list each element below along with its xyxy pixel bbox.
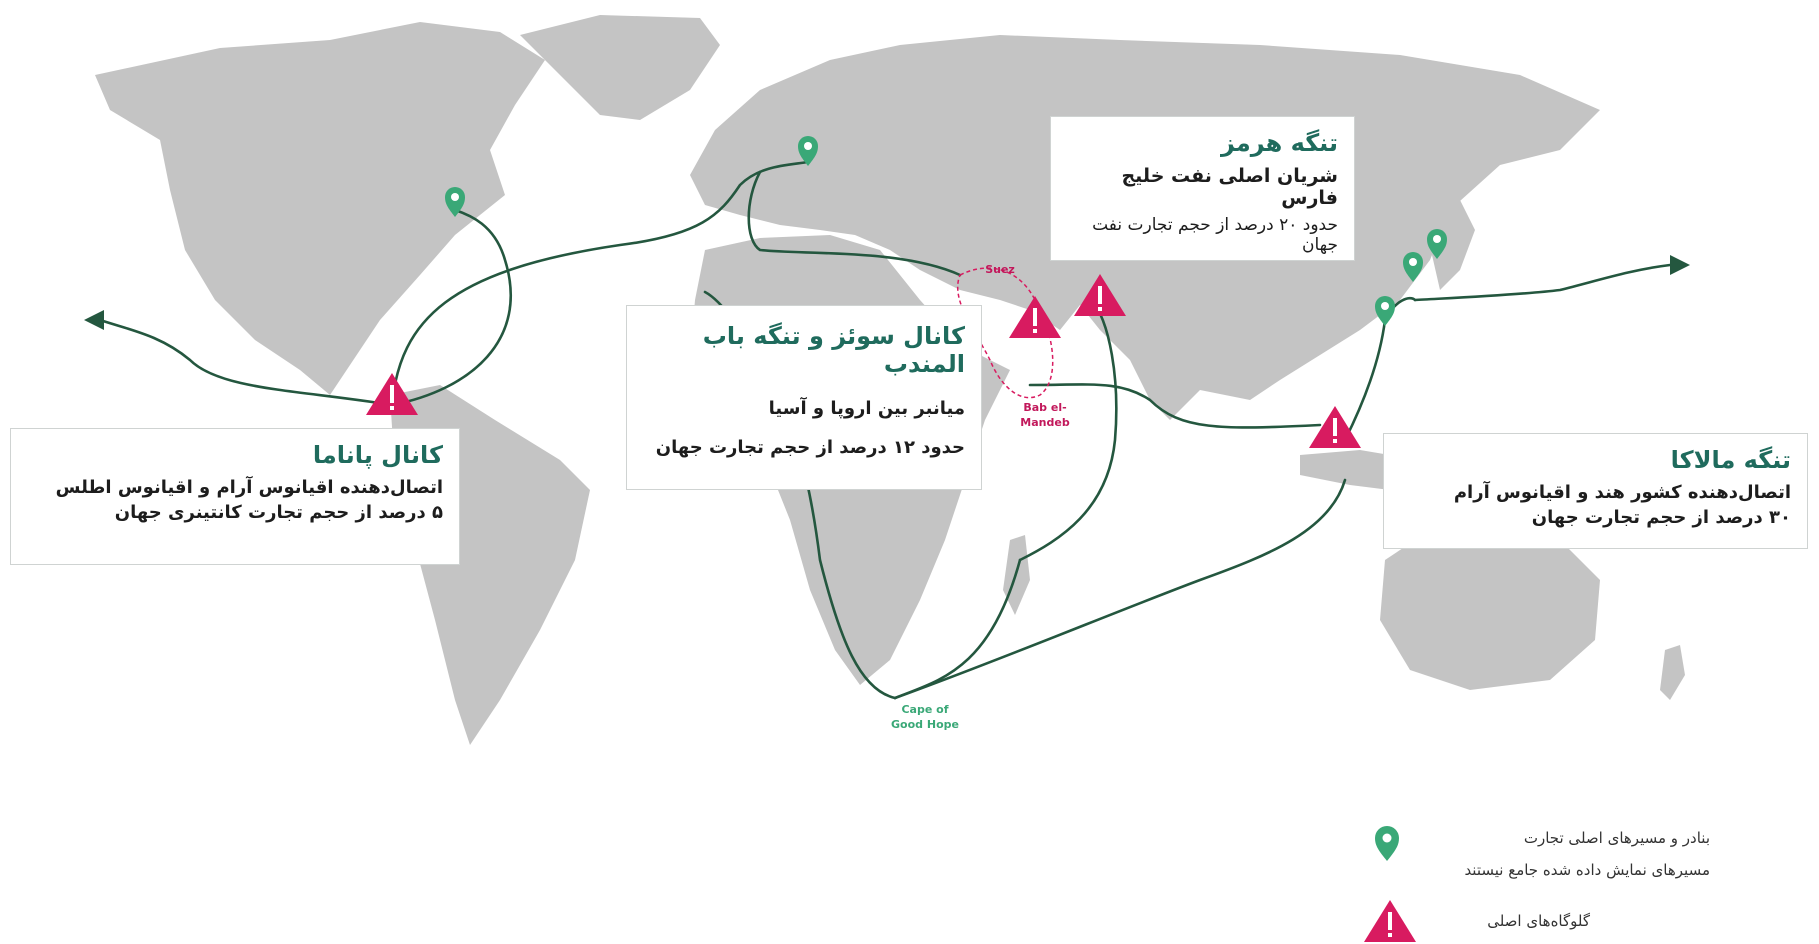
label-bab-el-mandeb: Bab el- Mandeb	[1010, 400, 1080, 430]
box-hormuz: تنگه هرمز شریان اصلی نفت خلیج فارس حدود …	[1050, 116, 1355, 261]
warning-triangle-icon	[1074, 274, 1126, 316]
label-cape-line1: Cape of	[901, 703, 949, 716]
route-suez-singapore	[1028, 383, 1322, 429]
panama-line2: ۵ درصد از حجم تجارت کانتینری جهان	[114, 502, 443, 523]
route-panama-pacific	[98, 318, 394, 407]
legend-ports-line1: بنادر و مسیرهای اصلی تجارت	[1523, 829, 1710, 847]
warning-triangle-icon	[1009, 296, 1061, 338]
land-new-zealand	[1660, 645, 1685, 700]
suez-line2: حدود ۱۲ درصد از حجم تجارت جهان	[655, 437, 965, 458]
land-japan	[1432, 200, 1475, 290]
map-pin-icon	[1427, 229, 1447, 259]
panama-line1: اتصال‌دهنده اقیانوس آرام و اقیانوس اطلس	[55, 477, 443, 498]
legend-ports: بنادر و مسیرهای اصلی تجارت مسیرهای نمایش…	[1410, 822, 1710, 886]
land-australia	[1380, 520, 1600, 690]
legend-ports-line2: مسیرهای نمایش داده شده جامع نیستند	[1464, 861, 1710, 879]
land-north-america	[95, 22, 545, 395]
route-panama-newyork	[390, 208, 512, 407]
chokepoints	[366, 274, 1361, 448]
hormuz-title: تنگه هرمز	[1220, 129, 1338, 157]
warning-triangle-icon	[1309, 406, 1361, 448]
route-hormuz	[1018, 296, 1118, 562]
legend-warning-triangle-icon	[1364, 900, 1416, 942]
route-asia-pacific	[1413, 263, 1672, 302]
port-pins	[445, 136, 1447, 326]
land-greenland	[520, 15, 720, 120]
box-suez: کانال سوئز و تنگه باب المندب میانبر بین …	[626, 305, 982, 490]
route-singapore-asia	[1343, 296, 1417, 442]
suez-title: کانال سوئز و تنگه باب المندب	[702, 322, 965, 378]
route-panama-europe	[390, 160, 810, 407]
legend-chokepoints: گلوگاه‌های اصلی	[1487, 912, 1590, 930]
hormuz-subtitle: شریان اصلی نفت خلیج فارس	[1121, 165, 1338, 209]
map-pin-icon	[798, 136, 818, 166]
warning-triangle-icon	[366, 373, 418, 415]
route-europe-suez	[747, 170, 962, 277]
map-pin-icon	[445, 187, 465, 217]
arrowhead-icon	[84, 310, 104, 330]
label-suez: Suez	[985, 263, 1015, 276]
malacca-line1: اتصال‌دهنده کشور هند و اقیانوس آرام	[1453, 482, 1791, 503]
arrowhead-icon	[1670, 255, 1690, 275]
malacca-line2: ۳۰ درصد از حجم تجارت جهان	[1531, 507, 1791, 528]
legend-port-icon	[1375, 826, 1399, 861]
label-cape-line2: Good Hope	[891, 718, 959, 731]
label-cape-of-good-hope: Cape of Good Hope	[875, 702, 975, 732]
panama-title: کانال پاناما	[312, 441, 443, 469]
map-pin-icon	[1375, 296, 1395, 326]
malacca-title: تنگه مالاکا	[1670, 446, 1791, 474]
label-bab-line2: Mandeb	[1020, 416, 1070, 429]
suez-line1: میانبر بین اروپا و آسیا	[768, 398, 965, 419]
label-bab-line1: Bab el-	[1023, 401, 1067, 414]
hormuz-detail: حدود ۲۰ درصد از حجم تجارت نفت جهان	[1092, 215, 1338, 255]
box-panama: کانال پاناما اتصال‌دهنده اقیانوس آرام و …	[10, 428, 460, 565]
map-pin-icon	[1403, 252, 1423, 282]
box-malacca: تنگه مالاکا اتصال‌دهنده کشور هند و اقیان…	[1383, 433, 1808, 549]
route-cape-indonesia	[893, 478, 1347, 700]
